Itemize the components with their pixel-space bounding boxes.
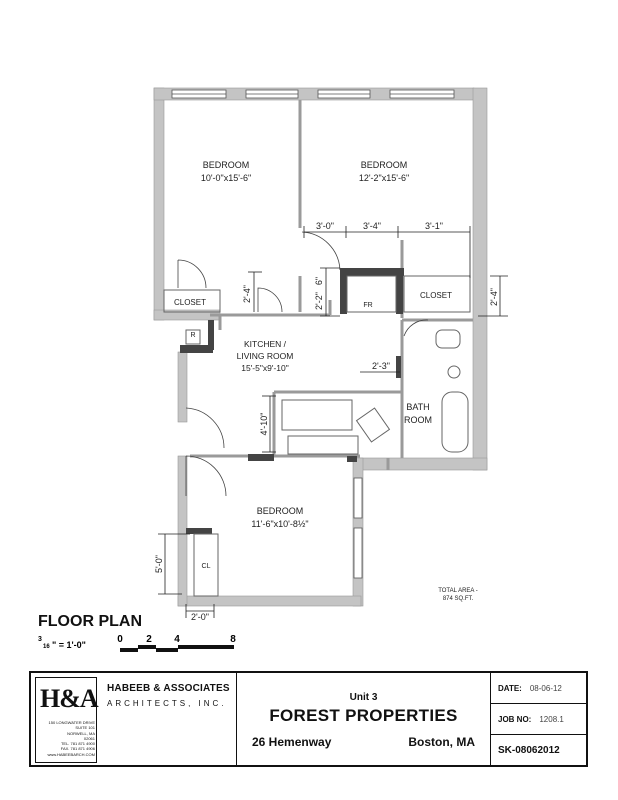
bath-label-2: ROOM: [404, 415, 432, 425]
bedroom-3-dims: 11'-6"x10'-8½": [251, 519, 308, 529]
bedroom-2-dims: 12'-2"x15'-6": [359, 173, 409, 183]
scale-text: " = 1'-0": [52, 640, 86, 650]
dim-5-0: 5'-0": [154, 555, 164, 573]
firm-name: HABEEB & ASSOCIATES: [107, 683, 230, 694]
kitchen-dims: 15'-5"x9'-10": [241, 363, 289, 373]
closet-2-label: CLOSET: [420, 291, 452, 300]
bedroom-1-dims: 10'-0"x15'-6": [201, 173, 251, 183]
total-area-line1: TOTAL AREA -: [438, 588, 478, 594]
scale-bar: [120, 645, 234, 652]
windows-top: [171, 89, 455, 99]
bedroom-1-label: BEDROOM: [203, 160, 250, 170]
scale-fraction-den: 16: [43, 644, 50, 650]
scale-fraction-num: 3: [38, 636, 42, 643]
date-label: DATE:: [498, 683, 522, 693]
city-state: Boston, MA: [408, 735, 475, 749]
job-label: JOB NO:: [498, 714, 532, 724]
project-name: FOREST PROPERTIES: [269, 706, 458, 725]
fridge-label: FR: [363, 302, 372, 309]
dim-4-10: 4'-10": [259, 413, 269, 436]
firm-address: 150 LONGWATER DRIVE SUITE 101 NORWELL, M…: [47, 720, 95, 757]
date-value: 08-06-12: [529, 683, 562, 693]
windows-side: [353, 477, 363, 579]
dimension-lines: [158, 226, 508, 618]
dim-2-0: 2'-0": [191, 612, 209, 622]
sheet-number: SK-08062012: [498, 744, 560, 756]
sheet-info-block: DATE: 08-06-12 JOB NO: 1208.1 SK-0806201…: [491, 673, 586, 765]
firm-subtitle: ARCHITECTS, INC.: [107, 699, 227, 708]
floor-plan-drawing: BEDROOM 10'-0"x15'-6" BEDROOM 12'-2"x15'…: [38, 87, 508, 652]
bath-label-1: BATH: [406, 402, 429, 412]
project-block: Unit 3 FOREST PROPERTIES 26 Hemenway Bos…: [237, 673, 491, 765]
interior-walls: [190, 100, 473, 470]
dark-wall-segments: [180, 268, 404, 534]
dim-2-3: 2'-3": [372, 361, 390, 371]
firm-logo: H&A 150 LONGWATER DRIVE SUITE 101 NORWEL…: [35, 677, 99, 763]
dim-2-2: 2'-2": [314, 292, 324, 310]
scale-tick-4: 4: [174, 634, 180, 645]
job-row: JOB NO: 1208.1: [491, 704, 586, 735]
bedroom-2-label: BEDROOM: [361, 160, 408, 170]
title-block: H&A 150 LONGWATER DRIVE SUITE 101 NORWEL…: [29, 671, 588, 767]
job-value: 1208.1: [539, 714, 564, 724]
bedroom-3-label: BEDROOM: [257, 506, 304, 516]
street-address: 26 Hemenway: [252, 735, 332, 749]
date-row: DATE: 08-06-12: [491, 673, 586, 704]
dim-2-4b: 2'-4": [489, 288, 499, 306]
closet-1-label: CLOSET: [174, 298, 206, 307]
scale-tick-2: 2: [146, 634, 152, 645]
fixtures: [163, 275, 471, 597]
ref-label: R: [190, 332, 195, 339]
dim-6: 6": [314, 277, 324, 285]
firm-block: H&A 150 LONGWATER DRIVE SUITE 101 NORWEL…: [31, 673, 237, 765]
logo-mark: H&A: [40, 684, 99, 713]
kitchen-label-1: KITCHEN /: [244, 339, 287, 349]
door-swings: [177, 231, 429, 497]
kitchen-label-2: LIVING ROOM: [237, 351, 294, 361]
cl-label: CL: [202, 563, 211, 570]
plan-title: FLOOR PLAN: [38, 613, 142, 630]
scale-tick-8: 8: [230, 634, 236, 645]
dim-3-1: 3'-1": [425, 221, 443, 231]
dim-3-4: 3'-4": [363, 221, 381, 231]
unit-label: Unit 3: [349, 692, 378, 703]
dim-2-4a: 2'-4": [242, 285, 252, 303]
dim-3-0: 3'-0": [316, 221, 334, 231]
scale-tick-0: 0: [117, 634, 123, 645]
total-area-line2: 874 SQ.FT.: [443, 596, 474, 602]
